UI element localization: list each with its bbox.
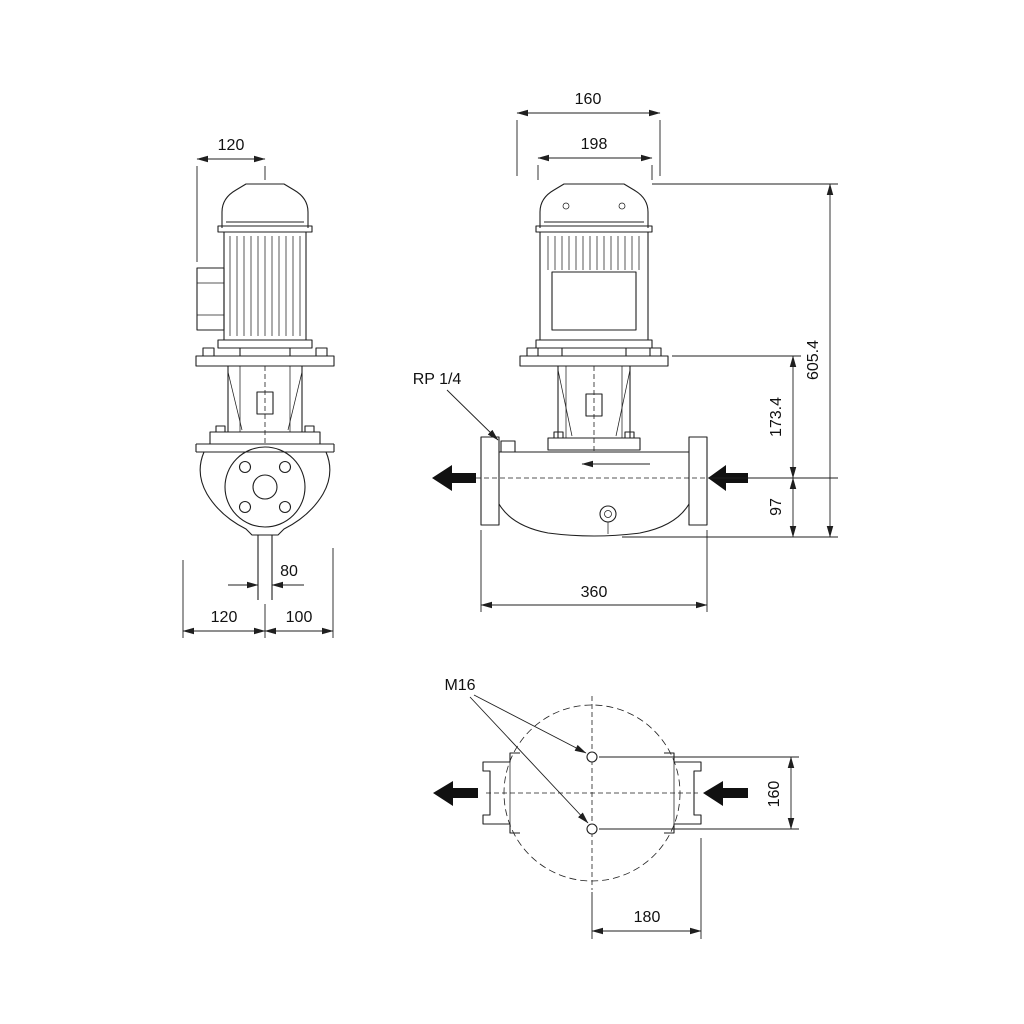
dim-port-to-port-label: 360 <box>581 584 608 601</box>
plan-flange-right <box>664 752 702 834</box>
dim-right-of-center-label: 100 <box>286 609 313 626</box>
fan-cover-side <box>539 183 649 228</box>
lantern <box>227 366 303 446</box>
front-view <box>195 183 335 600</box>
motor-fins <box>229 236 301 336</box>
lantern-side <box>557 366 631 452</box>
side-view: RP 1/4 <box>413 183 748 537</box>
dim-motor-width-label: 198 <box>581 136 608 153</box>
gauge-port-label: RP 1/4 <box>413 371 462 388</box>
coupling <box>256 391 274 415</box>
dim-cover-label: 160 <box>575 91 602 108</box>
dim-plate-to-port-label: 173.4 <box>768 397 785 437</box>
flow-arrow-plan-right <box>703 781 748 806</box>
plan-dimensions: 160 180 <box>591 756 799 939</box>
motor-fins-side <box>547 236 640 270</box>
side-dimensions: 160 198 605.4 173.4 97 360 <box>480 91 838 612</box>
dim-drain-label: 80 <box>280 563 298 580</box>
terminal-box <box>196 267 225 331</box>
dim-total-height-label: 605.4 <box>805 340 822 380</box>
dim-fan-cover-label: 120 <box>218 137 245 154</box>
plan-flange-left <box>482 752 520 834</box>
bolt-hole-bottom <box>586 823 598 835</box>
plan-view: M16 <box>433 677 748 890</box>
nameplate <box>551 271 637 331</box>
fan-cover <box>221 183 309 228</box>
flow-arrow-left <box>432 465 476 491</box>
mounting-plate <box>195 355 335 367</box>
gauge-boss <box>500 440 516 453</box>
mounting-plate-side <box>519 355 669 367</box>
bolt-size-label: M16 <box>444 677 475 694</box>
volute-front <box>195 443 335 600</box>
front-dimensions: 120 80 120 100 <box>182 137 334 638</box>
bolt-hole-top <box>586 751 598 763</box>
dim-bolt-spacing-label: 160 <box>766 781 783 808</box>
suction-flange <box>480 436 500 526</box>
dim-left-of-center-label: 120 <box>211 609 238 626</box>
dim-center-to-flange-label: 180 <box>634 909 661 926</box>
port-flange-circle <box>224 446 306 528</box>
dim-port-to-base-label: 97 <box>768 498 785 516</box>
drain-plug <box>599 505 617 523</box>
volute-side <box>468 436 720 537</box>
discharge-flange <box>688 436 708 526</box>
flow-arrow-plan-left <box>433 781 478 806</box>
